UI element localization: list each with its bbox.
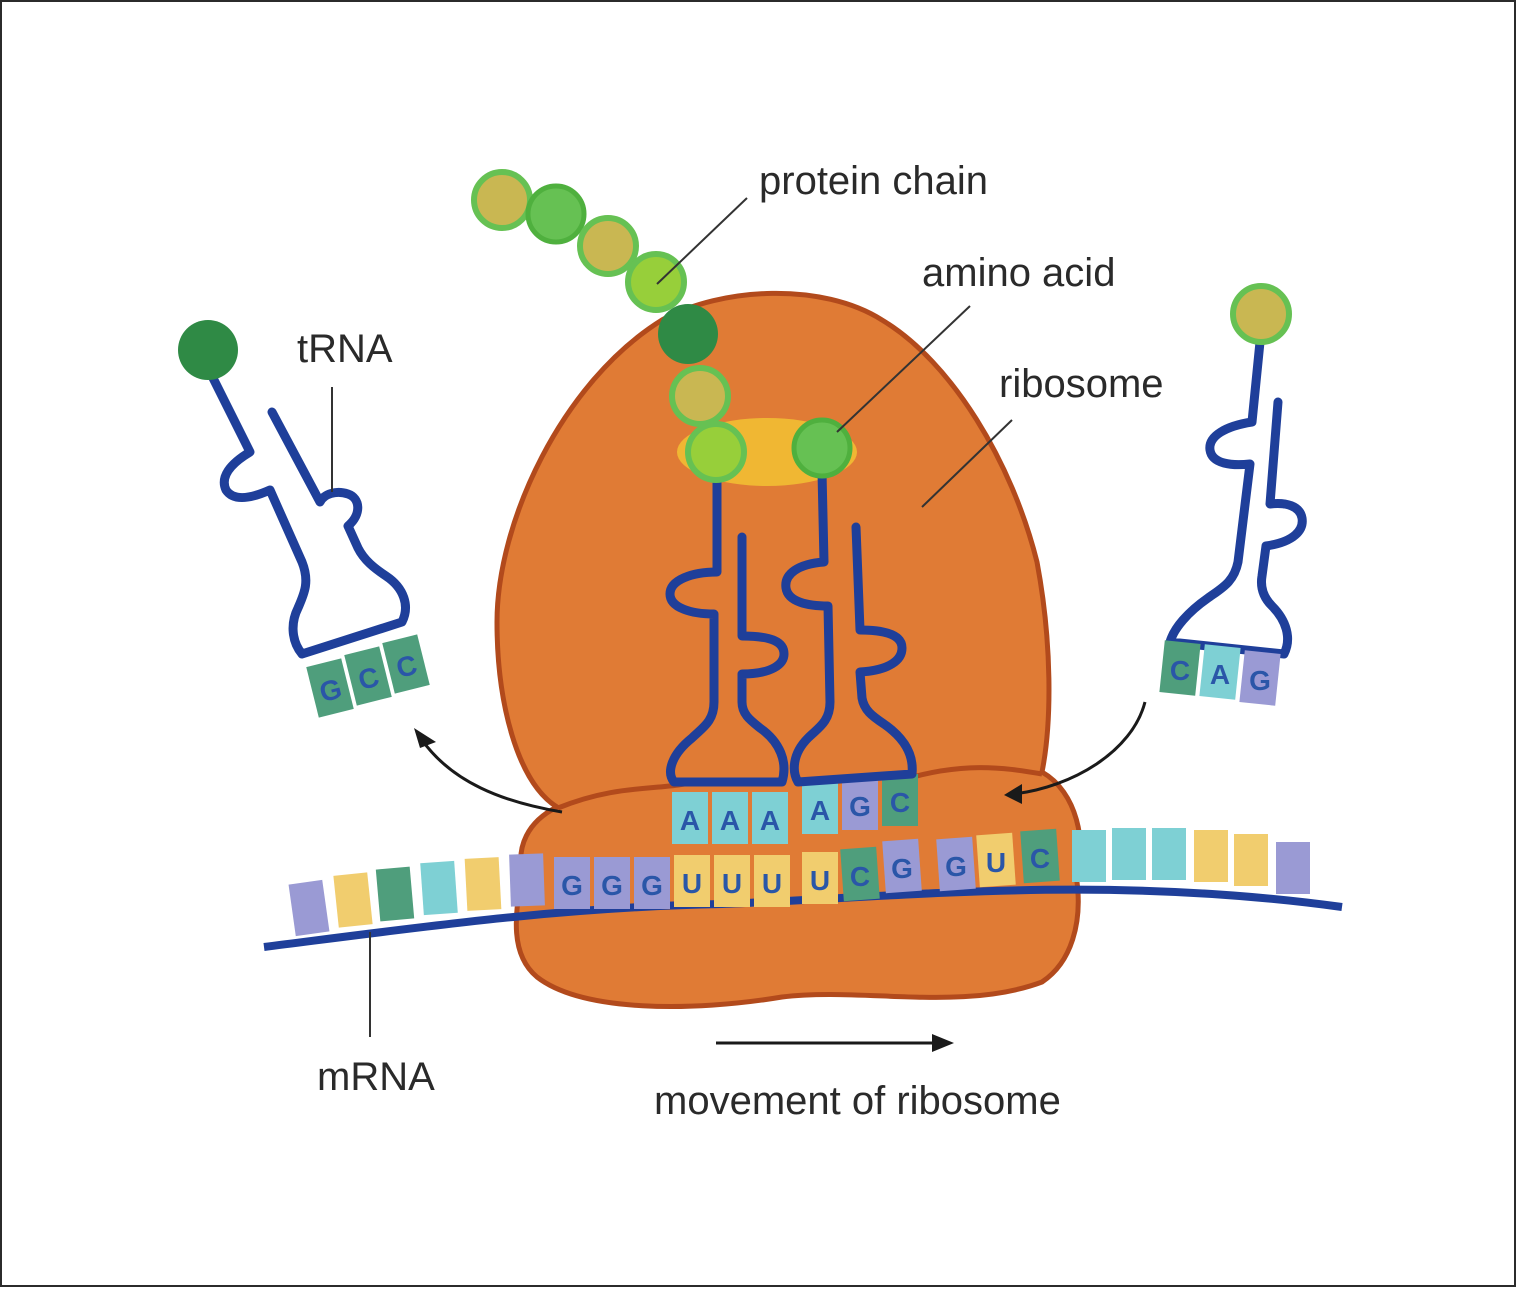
amino-acid-bead (525, 183, 587, 245)
amino-acid-incoming (791, 417, 853, 479)
mrna-base (1194, 830, 1228, 882)
mrna-base (1152, 828, 1186, 880)
mrna-codon-base: U (754, 855, 790, 907)
mrna-base (1072, 830, 1106, 882)
label-protein-chain: protein chain (759, 159, 988, 203)
mrna-bases-right (1072, 828, 1310, 894)
mrna-codon-base: U (976, 832, 1016, 888)
svg-text:U: U (762, 868, 782, 899)
mrna-base (1234, 834, 1268, 886)
mrna-base (464, 857, 502, 911)
anticodon-base: G (1239, 650, 1281, 706)
mrna-base (288, 879, 330, 937)
trna-left-anticodon: G C C (306, 634, 430, 718)
mrna-codon-base: U (714, 855, 750, 907)
mrna-codon-base: G (554, 857, 590, 909)
label-mrna: mRNA (317, 1055, 435, 1099)
svg-text:C: C (890, 787, 910, 818)
exit-arrowhead (414, 728, 436, 748)
leader-lines (331, 197, 1013, 1037)
mrna-base (1112, 828, 1146, 880)
mrna-codon-base: G (882, 838, 922, 894)
label-movement: movement of ribosome (654, 1079, 1061, 1123)
mrna-base (1276, 842, 1310, 894)
svg-text:A: A (1210, 659, 1230, 690)
amino-acid-bead (577, 215, 639, 277)
svg-text:G: G (849, 791, 871, 822)
anticodon-base: A (1199, 644, 1241, 700)
mrna-base (375, 866, 415, 922)
mrna-base (420, 860, 458, 916)
svg-text:G: G (1249, 665, 1271, 696)
mrna-codon-base: U (802, 852, 838, 904)
label-amino-acid: amino acid (922, 251, 1115, 295)
amino-acid-bead (658, 304, 718, 364)
mrna-codons: G G G U U U U C G G U C (554, 828, 1060, 909)
amino-acid-bead (471, 169, 533, 231)
trna-ribosome-left (665, 475, 789, 787)
svg-text:A: A (760, 805, 780, 836)
mrna-codon-base: U (674, 855, 710, 907)
protein-chain (471, 169, 747, 483)
svg-text:G: G (891, 853, 913, 884)
amino-acid-bead (669, 365, 731, 427)
svg-text:G: G (601, 870, 623, 901)
anticodon-base: A (752, 792, 788, 844)
mrna-codon-base: G (594, 857, 630, 909)
amino-acid-free-left (178, 320, 238, 380)
svg-text:G: G (561, 870, 583, 901)
mrna-bases-left (288, 853, 545, 937)
entry-arrow (1013, 701, 1147, 796)
mrna-codon-base: G (936, 836, 976, 892)
anticodon-base: G (306, 658, 354, 718)
amino-acid-bead (625, 251, 687, 313)
mrna-base (333, 872, 373, 928)
anticodon-base: A (802, 782, 838, 834)
anticodon-base: A (672, 792, 708, 844)
label-ribosome: ribosome (999, 362, 1164, 406)
svg-text:A: A (720, 805, 740, 836)
anticodon-base: A (712, 792, 748, 844)
anticodon-base: C (1159, 640, 1201, 696)
movement-arrowhead (932, 1034, 954, 1052)
mrna-codon-base: C (840, 846, 880, 902)
svg-text:C: C (1170, 655, 1190, 686)
trna-ribosome-right (781, 467, 917, 787)
svg-text:G: G (641, 870, 663, 901)
anticodon-base: C (344, 646, 392, 706)
trna-free-right (1165, 337, 1307, 659)
entry-arrowhead (1004, 784, 1022, 804)
mrna-codon-base: G (634, 857, 670, 909)
amino-acid-free-right (1230, 283, 1292, 345)
svg-text:A: A (810, 795, 830, 826)
ribosome-body (494, 290, 1084, 1010)
svg-text:A: A (680, 805, 700, 836)
anticodon-base: C (882, 774, 918, 826)
exit-arrow (420, 739, 563, 814)
svg-text:U: U (682, 868, 702, 899)
svg-text:C: C (1030, 843, 1050, 874)
ribosome-anticodons: A A A A G C (672, 774, 918, 844)
svg-text:U: U (810, 865, 830, 896)
mrna-base (509, 853, 545, 907)
svg-text:U: U (722, 868, 742, 899)
trna-free-left (205, 367, 410, 659)
amino-acid-bead (685, 421, 747, 483)
trna-right-anticodon: C A G (1159, 640, 1281, 706)
arrows (420, 701, 1147, 1045)
anticodon-base: C (382, 634, 430, 694)
anticodon-base: G (842, 778, 878, 830)
svg-text:G: G (945, 851, 967, 882)
svg-text:C: C (850, 861, 870, 892)
mrna-codon-base: C (1020, 828, 1060, 884)
svg-text:U: U (986, 847, 1006, 878)
label-trna: tRNA (297, 327, 393, 371)
